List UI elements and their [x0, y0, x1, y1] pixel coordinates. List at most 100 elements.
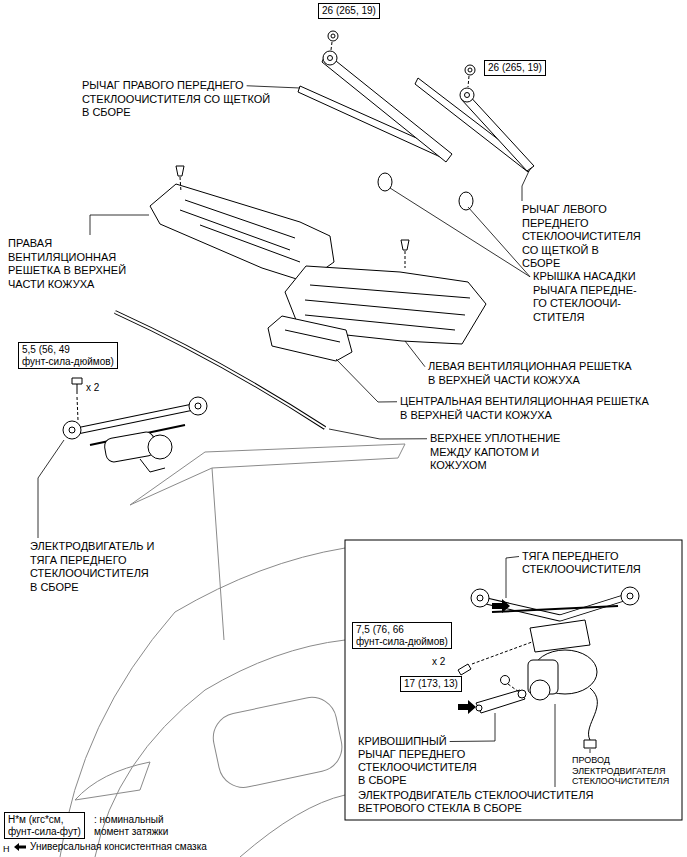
wiper-motor-link — [72, 406, 198, 432]
text-line: ВЕРХНЕЕ УПЛОТНЕНИЕ — [430, 432, 560, 446]
text-line: ЦЕНТРАЛЬНАЯ ВЕНТИЛЯЦИОННАЯ РЕШЕТКА — [400, 395, 649, 409]
wiper-motor-link — [148, 435, 172, 459]
grease-arrow-symbol — [14, 843, 26, 851]
text-line: ЧАСТИ КОЖУХА — [8, 278, 94, 292]
text-line: Н*м (кгс*см, — [8, 814, 63, 826]
vehicle-outline — [175, 548, 345, 612]
vehicle-outline — [130, 444, 405, 505]
leader-line — [405, 341, 425, 367]
text-line: РЫЧАГА ПЕРЕДНЕ- — [533, 284, 637, 298]
wiper-motor-link — [189, 397, 207, 415]
text-line: РЫЧАГ ЛЕВОГО — [522, 203, 607, 217]
part-label: ТЯГА ПЕРЕДНЕГО СТЕКЛООЧИСТИТЕЛЯ — [522, 550, 641, 576]
text-line: СТЕКЛООЧИСТИТЕЛЯ — [522, 563, 641, 576]
wiper-link-detail — [627, 593, 633, 599]
wiper-motor-detail — [530, 680, 550, 700]
crank-arm — [476, 690, 525, 713]
bolt — [77, 384, 78, 394]
wiper-link-detail — [492, 606, 618, 612]
bolt — [458, 664, 471, 675]
part-label: ПРАВАЯ ВЕНТИЛЯЦИОННАЯ РЕШЕТКА В ВЕРХНЕЙ … — [8, 237, 126, 291]
wiper-motor-link — [195, 403, 201, 409]
text-line: КРИВОШИПНЫЙ — [358, 735, 447, 748]
text-line: ПРОВОД — [572, 755, 610, 766]
hood-seal — [115, 312, 325, 428]
part-label: ЛЕВАЯ ВЕНТИЛЯЦИОННАЯ РЕШЕТКА В ВЕРХНЕЙ Ч… — [428, 360, 632, 387]
wiper-nut — [468, 76, 469, 87]
text-line: КОЖУХОМ — [430, 459, 487, 473]
part-label: ЭЛЕКТРОДВИГАТЕЛЬ СТЕКЛООЧИСТИТЕЛЯ ВЕТРОВ… — [358, 789, 593, 815]
text-line: ЭЛЕКТРОДВИГАТЕЛЬ И — [30, 540, 154, 554]
text-line: ЭЛЕКТРОДВИГАТЕЛЯ — [572, 766, 665, 777]
figure-code: Н — [3, 844, 10, 855]
grease-arrow — [492, 599, 510, 613]
leader-line — [329, 429, 427, 439]
part-label: ЦЕНТРАЛЬНАЯ ВЕНТИЛЯЦИОННАЯ РЕШЕТКА В ВЕР… — [400, 395, 649, 422]
text-line: ТЯГА ПЕРЕДНЕГО — [30, 554, 127, 568]
bolt — [77, 397, 78, 420]
text-line: : номинальный — [94, 814, 164, 826]
wiper-arm-left — [465, 93, 470, 98]
wiper-motor-link — [72, 406, 198, 432]
vehicle-outline — [205, 640, 345, 690]
leader-line — [450, 713, 495, 742]
text-line: 7,5 (76, 66 — [356, 624, 404, 636]
hood-seal — [115, 312, 325, 428]
text-line: Н — [3, 844, 10, 855]
wiper-link-detail — [482, 596, 630, 618]
torque-box: 17 (173, 13) — [400, 676, 462, 692]
cowl-grille — [405, 251, 406, 268]
wiper-arm-left — [460, 88, 474, 102]
text-line: В ВЕРХНЕЙ ЧАСТИ КОЖУХА — [400, 409, 552, 423]
key-text: : номинальный момент затяжки — [94, 814, 168, 837]
crank-arm — [501, 676, 510, 685]
text-line: ТЯГА ПЕРЕДНЕГО — [522, 550, 619, 563]
wiper-motor-detail — [589, 688, 598, 740]
wiper-link-detail — [477, 595, 483, 601]
text-line: x 2 — [86, 382, 99, 394]
cowl-grille — [305, 285, 470, 330]
text-line: x 2 — [432, 656, 445, 668]
wiper-motor-link — [140, 459, 165, 472]
wiper-nut — [468, 68, 472, 72]
wiper-motor-detail — [584, 740, 596, 748]
cowl-grille — [268, 316, 352, 361]
wiper-link-detail — [530, 620, 590, 652]
legend-entry: Универсальная консистентная смазка — [14, 841, 207, 852]
wiper-arm-right — [322, 53, 452, 162]
wiper-arm-left — [461, 92, 534, 171]
hood-seal — [115, 312, 325, 428]
text-line: ЭЛЕКТРОДВИГАТЕЛЬ СТЕКЛООЧИСТИТЕЛЯ — [358, 789, 593, 802]
wiper-nut — [328, 31, 475, 87]
torque-box: 26 (265, 19) — [318, 3, 380, 19]
torque-value: 26 (265, 19) — [322, 5, 376, 17]
leader-line — [247, 86, 300, 88]
torque-value: Н*м (кгс*см, фунт-сила-фут) — [8, 814, 81, 837]
wiper-motor-detail — [528, 650, 597, 748]
vehicle-outline — [75, 762, 150, 800]
wiper-nut — [328, 31, 338, 41]
leader-line — [336, 359, 397, 402]
text-line: фунт-сила-фут) — [8, 826, 81, 838]
wiper-link-detail — [482, 596, 630, 618]
leader-line — [390, 188, 530, 277]
grease-arrow — [458, 700, 476, 714]
text-line: СТЕКЛООЧИСТИТЕЛЯ — [30, 567, 149, 581]
wiper-link-detail — [471, 587, 639, 652]
wiper-motor-link — [63, 397, 207, 472]
torque-value: 5,5 (56, 49 фунт-сила-дюймов) — [22, 344, 114, 367]
text-line: 26 (265, 19) — [488, 62, 542, 74]
part-label: КРЫШКА НАСАДКИ РЫЧАГА ПЕРЕДНЕ- ГО СТЕКЛО… — [533, 270, 637, 324]
text-line: 5,5 (56, 49 — [22, 344, 70, 356]
part-label: ВЕРХНЕЕ УПЛОТНЕНИЕ МЕЖДУ КАПОТОМ И КОЖУХ… — [430, 432, 560, 473]
part-label: РЫЧАГ ЛЕВОГО ПЕРЕДНЕГО СТЕКЛООЧИСТИТЕЛЯ … — [522, 203, 641, 271]
leader-line — [522, 171, 529, 201]
wiper-nut — [465, 65, 475, 75]
text-line: ГО СТЕКЛООЧИ- — [533, 297, 621, 311]
part-label: РЫЧАГ ПРАВОГО ПЕРЕДНЕГО СТЕКЛООЧИСТИТЕЛЯ… — [82, 79, 270, 120]
arm-cap — [378, 173, 473, 210]
cowl-grille — [401, 240, 409, 250]
